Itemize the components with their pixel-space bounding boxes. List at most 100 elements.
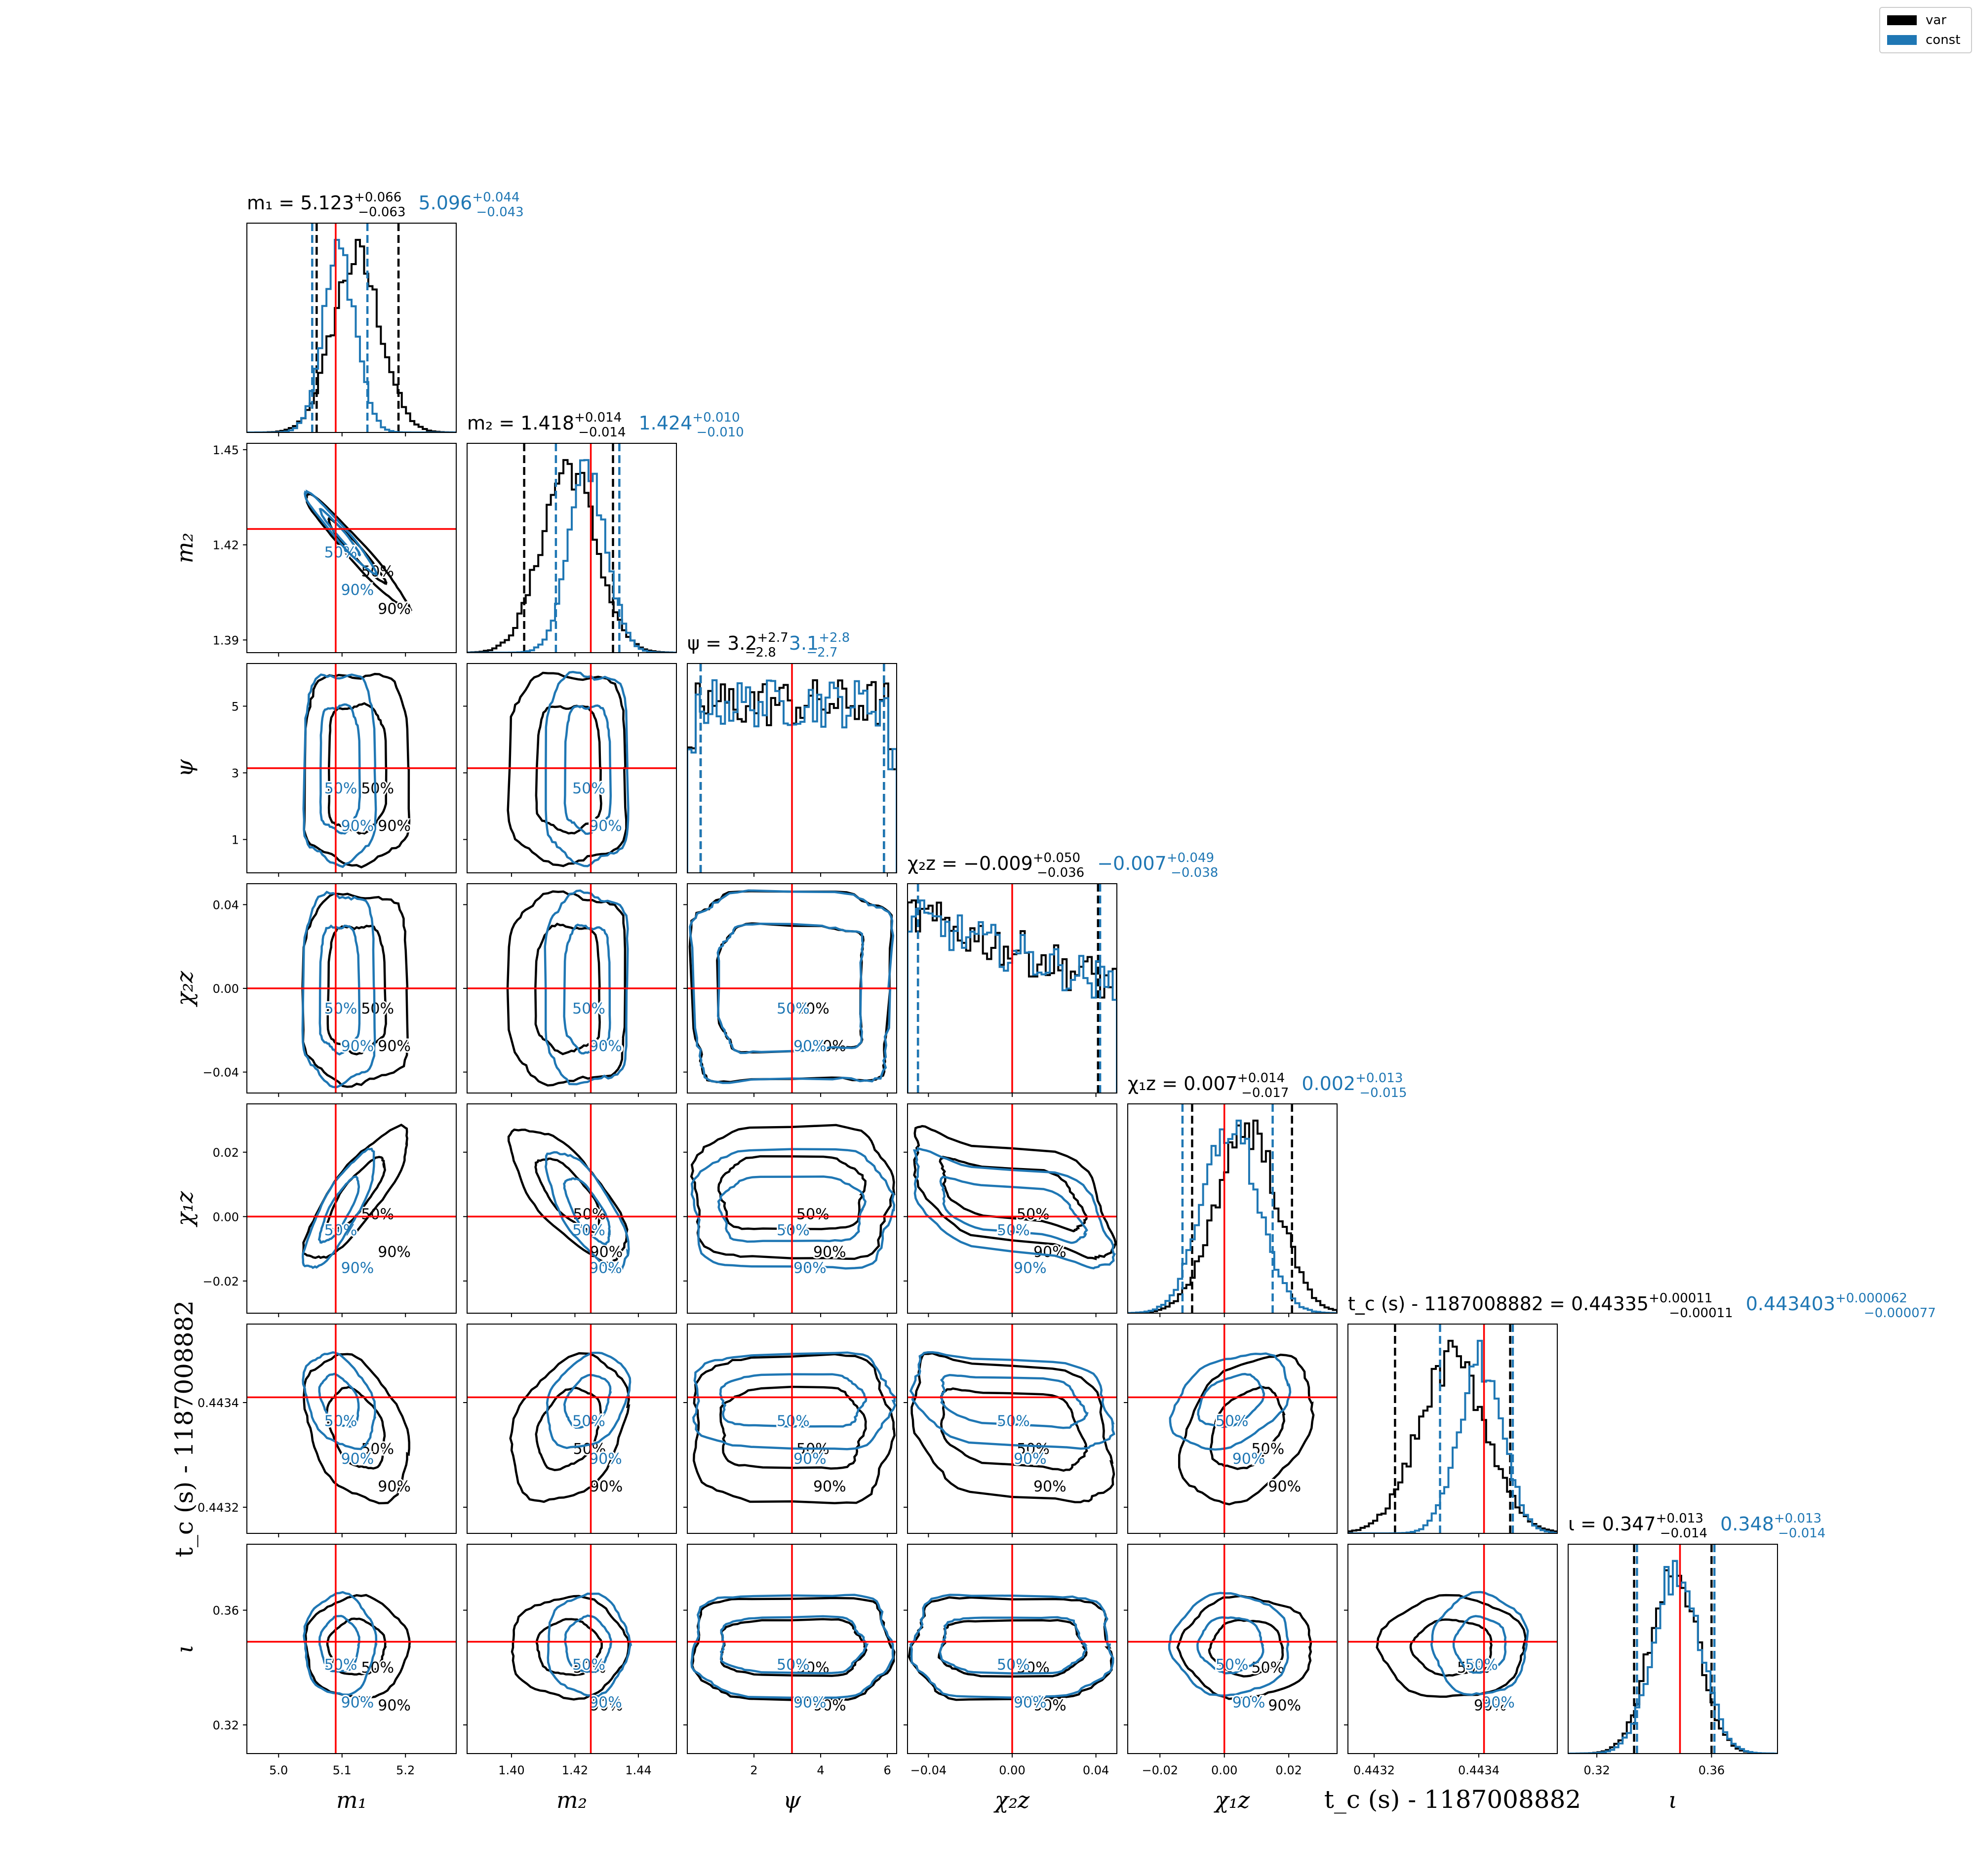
contour-const-90 — [301, 891, 376, 1089]
y-tick-label: 1 — [232, 833, 239, 847]
panel-frame — [1347, 1324, 1558, 1534]
contour-label: 90% — [341, 818, 374, 835]
legend-label-var: var — [1926, 13, 1947, 28]
contour-const-90 — [302, 673, 377, 868]
contour-label: 50% — [1017, 1206, 1050, 1223]
x-axis-label-iota: ι — [1668, 1787, 1677, 1813]
contour-label: 90% — [1474, 1697, 1507, 1714]
histogram-var — [1348, 1339, 1557, 1533]
panel-frame — [687, 1324, 897, 1534]
contour-label: 50% — [572, 780, 605, 797]
contour-label: 50% — [361, 563, 394, 580]
contour-var-90 — [910, 1352, 1115, 1504]
contour-label: 90% — [341, 1038, 374, 1055]
histogram-const — [1568, 1560, 1778, 1754]
x-axis-label-m2: m₂ — [556, 1787, 587, 1813]
contour-label: 90% — [589, 1259, 622, 1277]
panel-frame — [687, 1544, 897, 1754]
contour-var-90 — [301, 893, 409, 1088]
x-tick-label: 5.2 — [396, 1763, 415, 1777]
x-tick-label: 1.44 — [625, 1763, 651, 1777]
contour-var-50 — [326, 1617, 387, 1676]
contour-var-90 — [304, 1594, 411, 1699]
contour-panel-chi2z-iota: 50%90%50%90% — [904, 1544, 1117, 1758]
contour-const-90 — [302, 1351, 377, 1450]
y-axis-label-tc: t_c (s) - 1187008882 — [170, 1300, 198, 1557]
contour-const-50 — [318, 1372, 360, 1428]
contour-const-50 — [318, 508, 361, 557]
panel-frame — [1347, 1544, 1558, 1754]
contour-panel-m1-tc: 50%90%50%90% — [243, 1324, 457, 1537]
contour-const-90 — [1169, 1352, 1292, 1451]
contour-label: 50% — [1465, 1656, 1498, 1674]
contour-var-50 — [535, 704, 602, 835]
contour-var-50 — [940, 1387, 1088, 1472]
contour-const-50 — [716, 922, 865, 1055]
contour-var-90 — [1376, 1594, 1527, 1698]
histogram-const — [1128, 1119, 1337, 1313]
contour-const-50 — [317, 1175, 360, 1244]
y-tick-label: 0.4434 — [198, 1396, 239, 1410]
x-tick-label: 4 — [817, 1763, 824, 1777]
contour-const-90 — [692, 1351, 897, 1450]
panel-frame — [246, 663, 457, 873]
contour-panel-psi-chi2z: 50%90%50%90% — [683, 883, 897, 1097]
legend: var const — [1879, 7, 1972, 53]
contour-panel-m2-psi: 50%90%50%90% — [463, 663, 677, 877]
contour-var-50 — [1209, 1386, 1286, 1470]
contour-label: 90% — [1014, 1450, 1047, 1468]
contour-label: 90% — [378, 1478, 411, 1495]
x-tick-label: −0.02 — [1142, 1763, 1178, 1777]
contour-const-50 — [1452, 1615, 1507, 1674]
y-axis-label-iota: ι — [171, 1644, 198, 1653]
y-tick-label: 0.04 — [213, 898, 239, 912]
contour-label: 90% — [1014, 1694, 1047, 1711]
contour-label: 50% — [997, 1222, 1030, 1239]
contour-const-90 — [545, 670, 630, 867]
contour-panel-m1-m2: 50%90%50%90% — [243, 443, 457, 657]
contour-const-50 — [719, 1373, 868, 1428]
contour-var-90 — [506, 890, 627, 1087]
contour-label: 90% — [1014, 1259, 1047, 1277]
contour-label: 50% — [997, 1413, 1030, 1430]
panel-frame — [246, 1324, 457, 1534]
contour-var-90 — [908, 1596, 1113, 1701]
contour-label: 90% — [590, 1697, 623, 1714]
panel-frame — [246, 223, 457, 433]
contour-label: 50% — [324, 1656, 357, 1674]
contour-const-90 — [1168, 1592, 1290, 1697]
contour-var-90 — [690, 1124, 896, 1260]
contour-panel-chi2z-tc: 50%90%50%90% — [904, 1324, 1117, 1537]
contour-var-50 — [1409, 1618, 1493, 1677]
contour-panel-m1-chi1z: 50%90%50%90% — [243, 1103, 457, 1317]
contour-const-90 — [547, 1592, 632, 1697]
contour-label: 90% — [341, 1259, 374, 1277]
y-axis-label-m2: m₂ — [171, 533, 198, 563]
contour-label: 50% — [572, 1656, 605, 1674]
contour-label: 90% — [341, 582, 374, 599]
y-tick-label: 0.02 — [213, 1146, 239, 1160]
contour-label: 90% — [378, 818, 411, 835]
x-tick-label: 0.00 — [999, 1763, 1025, 1777]
title-tc: t_c (s) - 1187008882 = 0.44335+0.00011−0… — [1348, 1291, 1936, 1321]
contour-panel-m1-iota: 50%90%50%90% — [243, 1544, 457, 1758]
contour-label: 90% — [590, 1478, 623, 1495]
y-tick-label: −0.04 — [202, 1066, 239, 1080]
contour-label: 50% — [777, 1656, 810, 1674]
y-tick-label: 0.00 — [213, 982, 239, 996]
contour-const-50 — [1196, 1616, 1264, 1675]
x-tick-label: 0.04 — [1083, 1763, 1109, 1777]
x-axis-label-chi1z: χ₁z — [1214, 1787, 1250, 1813]
contour-panel-psi-chi1z: 50%90%50%90% — [683, 1103, 897, 1317]
histogram-const — [1348, 1339, 1557, 1533]
contour-const-90 — [544, 889, 629, 1086]
panel-frame — [1568, 1544, 1778, 1754]
contour-var-50 — [535, 1386, 602, 1471]
contour-const-90 — [302, 1147, 375, 1269]
contour-label: 50% — [1251, 1659, 1284, 1677]
contour-label: 90% — [793, 1694, 827, 1711]
contour-const-90 — [303, 1591, 378, 1696]
contour-const-50 — [318, 1615, 360, 1673]
